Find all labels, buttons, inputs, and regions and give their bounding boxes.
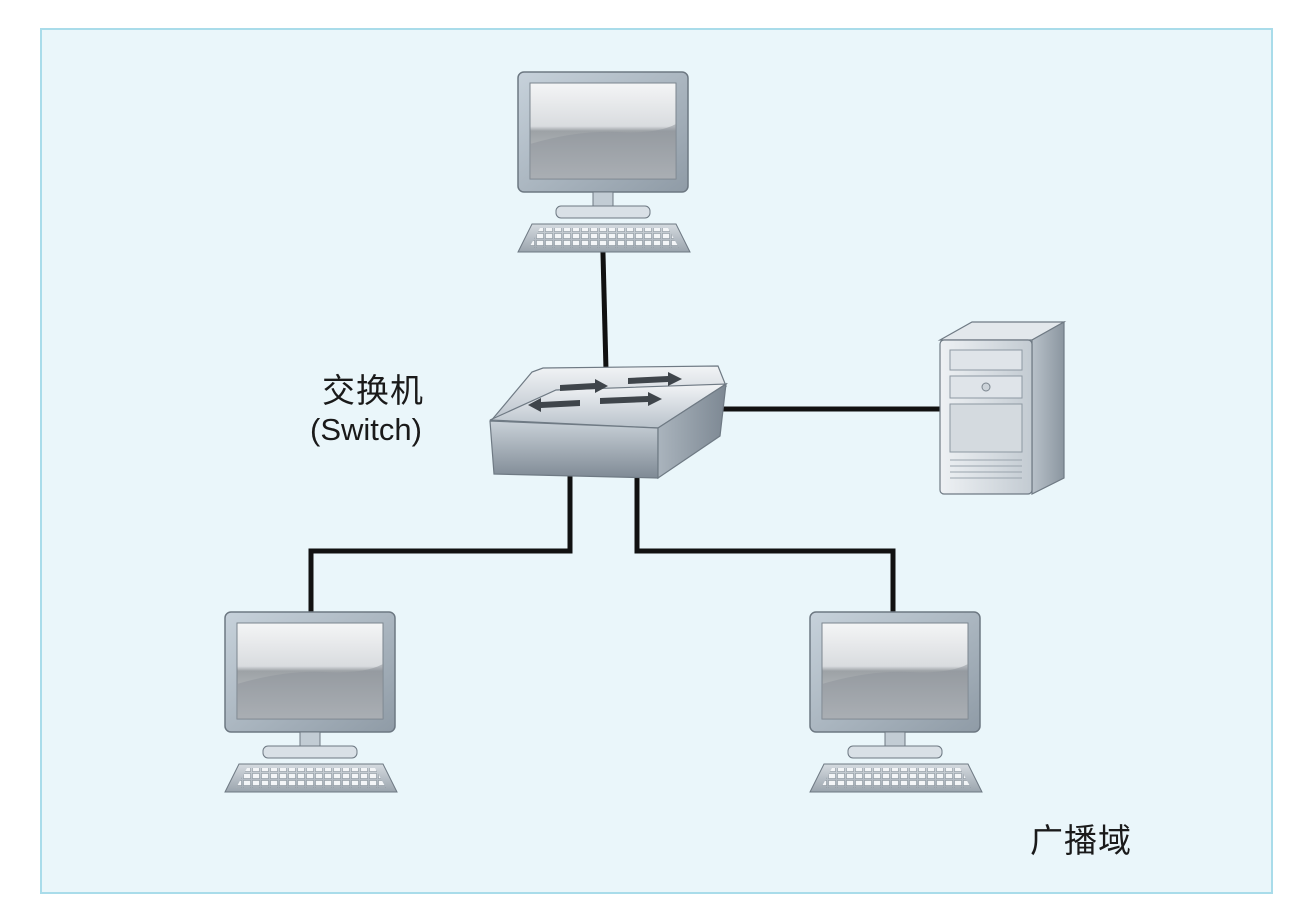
switch-label-english: (Switch) bbox=[310, 412, 422, 447]
desktop-computer-icon-bottom-left bbox=[224, 611, 398, 793]
network-switch-icon bbox=[489, 365, 729, 480]
link-switch-to-bottom-left-pc bbox=[308, 475, 573, 617]
network-links bbox=[308, 251, 948, 617]
link-switch-to-bottom-right-pc bbox=[634, 475, 896, 617]
tower-server-icon bbox=[937, 320, 1067, 495]
desktop-computer-icon-top bbox=[517, 71, 691, 253]
broadcast-domain-label: 广播域 bbox=[1030, 821, 1132, 860]
link-top-pc-to-switch bbox=[600, 251, 609, 373]
desktop-computer-icon-bottom-right bbox=[809, 611, 983, 793]
switch-label-chinese: 交换机 bbox=[322, 371, 424, 410]
